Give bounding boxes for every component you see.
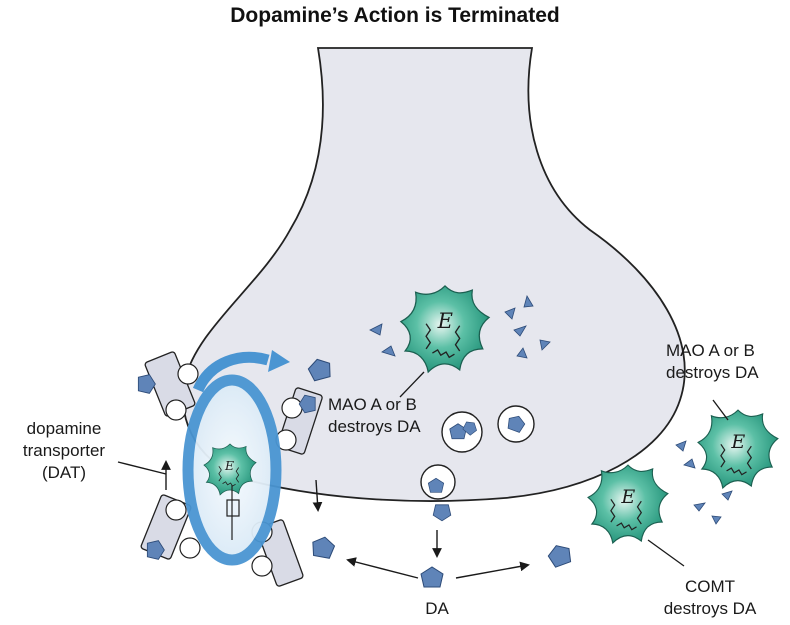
mao-extracellular-label-line2: destroys DA [666, 363, 759, 382]
svg-text:E: E [224, 458, 234, 473]
comt-label-line2: destroys DA [664, 599, 757, 618]
diagram-title: Dopamine’s Action is Terminated [230, 4, 559, 27]
mao-extracellular-label-line1: MAO A or B [666, 341, 755, 360]
da-fragments-extracellular [675, 440, 733, 525]
dopamine-cleft-right [545, 541, 574, 569]
dopamine-near-dat [310, 534, 337, 560]
dopamine-label: DA [425, 599, 449, 618]
mao-inside-pointer [399, 371, 425, 398]
dat-pointer-line [117, 461, 167, 475]
comt-enzyme: E [587, 464, 669, 544]
mao-intracellular-label-line1: MAO A or B [328, 395, 417, 414]
comt-label-line1: COMT [685, 577, 735, 596]
vesicle-1 [441, 411, 483, 453]
svg-text:E: E [437, 309, 453, 333]
dat-label-line1: dopamine [27, 419, 102, 438]
arrow-to-dat [346, 557, 419, 579]
svg-text:E: E [730, 431, 745, 453]
mao-intracellular-label-line2: destroys DA [328, 417, 421, 436]
mao-enzyme-extracellular: E [697, 409, 779, 489]
arrow-to-comt [455, 561, 530, 579]
dopamine-transporter: E [137, 350, 323, 587]
mao-enzyme-intracellular: E [400, 285, 490, 373]
svg-text:E: E [620, 486, 635, 508]
presynaptic-terminal [182, 47, 686, 502]
da-fragments-intracellular [369, 294, 551, 359]
vesicle-releasing [420, 464, 456, 500]
vesicle-2 [497, 405, 535, 443]
dat-label-line3: (DAT) [42, 463, 86, 482]
dopamine-cleft [420, 566, 444, 588]
dopamine-released [432, 504, 452, 522]
mao-outside-pointer [712, 399, 729, 421]
comt-pointer [647, 539, 685, 567]
dat-label-line2: transporter [23, 441, 106, 460]
